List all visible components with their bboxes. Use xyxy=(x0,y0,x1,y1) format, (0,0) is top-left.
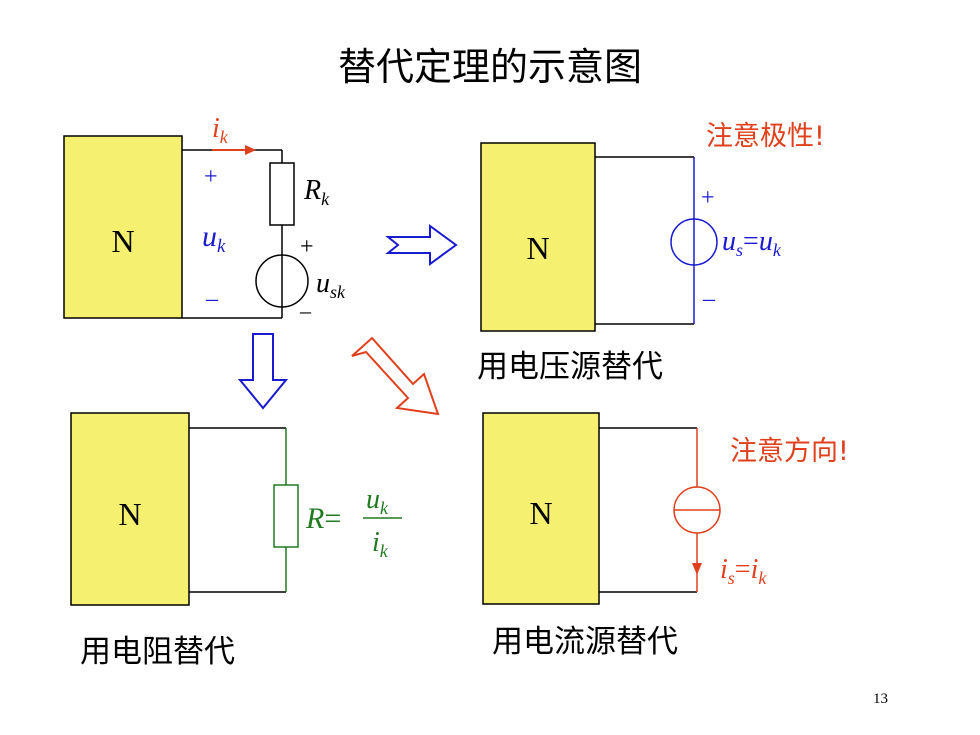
plus-sign-usk: + xyxy=(300,234,314,260)
source-label-usk: usk xyxy=(316,268,346,302)
network-box-current xyxy=(482,412,600,605)
plus-sign-us: + xyxy=(701,185,715,211)
network-label-voltage: N xyxy=(526,230,549,266)
current-arrow-ik xyxy=(212,145,256,155)
network-box-voltage xyxy=(480,142,596,332)
minus-sign-us: – xyxy=(702,286,716,312)
slide-title: 替代定理的示意图 xyxy=(338,45,642,89)
current-source-panel: N 注意方向! is=ik 用电流源替代 xyxy=(482,412,849,660)
minus-sign-usk: – xyxy=(299,298,312,323)
page-number: 13 xyxy=(873,691,888,707)
resistor-label-rk: Rk xyxy=(303,175,330,209)
arrow-right-blue xyxy=(385,224,458,266)
caption-current-source: 用电流源替代 xyxy=(492,624,678,660)
resistor-equation-lhs: R= xyxy=(305,502,341,535)
network-label-current: N xyxy=(529,495,552,531)
current-label-ik: ik xyxy=(212,113,229,147)
voltage-source-panel: N 注意极性! + – us=uk 用电压源替代 xyxy=(477,121,825,385)
arrow-diagonal-red xyxy=(351,336,440,416)
voltage-label-uk: uk xyxy=(202,220,226,257)
caption-resistor: 用电阻替代 xyxy=(80,634,235,670)
equation-is-ik: is=ik xyxy=(720,554,767,588)
caption-voltage-source: 用电压源替代 xyxy=(477,349,663,385)
resistor-rk xyxy=(269,162,295,226)
equation-us-uk: us=uk xyxy=(722,226,782,260)
resistor-panel: N R= uk ik 用电阻替代 xyxy=(70,412,402,670)
network-box-resistor xyxy=(70,412,190,606)
fraction-denominator: ik xyxy=(372,527,389,561)
plus-sign-uk: + xyxy=(204,164,218,190)
note-polarity: 注意极性! xyxy=(706,121,825,152)
network-label-resistor: N xyxy=(118,496,141,532)
network-box-original xyxy=(63,135,183,319)
arrow-down-blue xyxy=(237,333,289,410)
minus-sign-uk: – xyxy=(205,286,219,312)
original-circuit: N ik + uk – Rk + usk – xyxy=(63,113,346,323)
note-direction: 注意方向! xyxy=(730,436,849,467)
current-direction-arrow xyxy=(692,563,702,575)
network-label-original: N xyxy=(111,223,134,259)
resistor-r xyxy=(273,484,299,548)
fraction-numerator: uk xyxy=(366,484,389,518)
